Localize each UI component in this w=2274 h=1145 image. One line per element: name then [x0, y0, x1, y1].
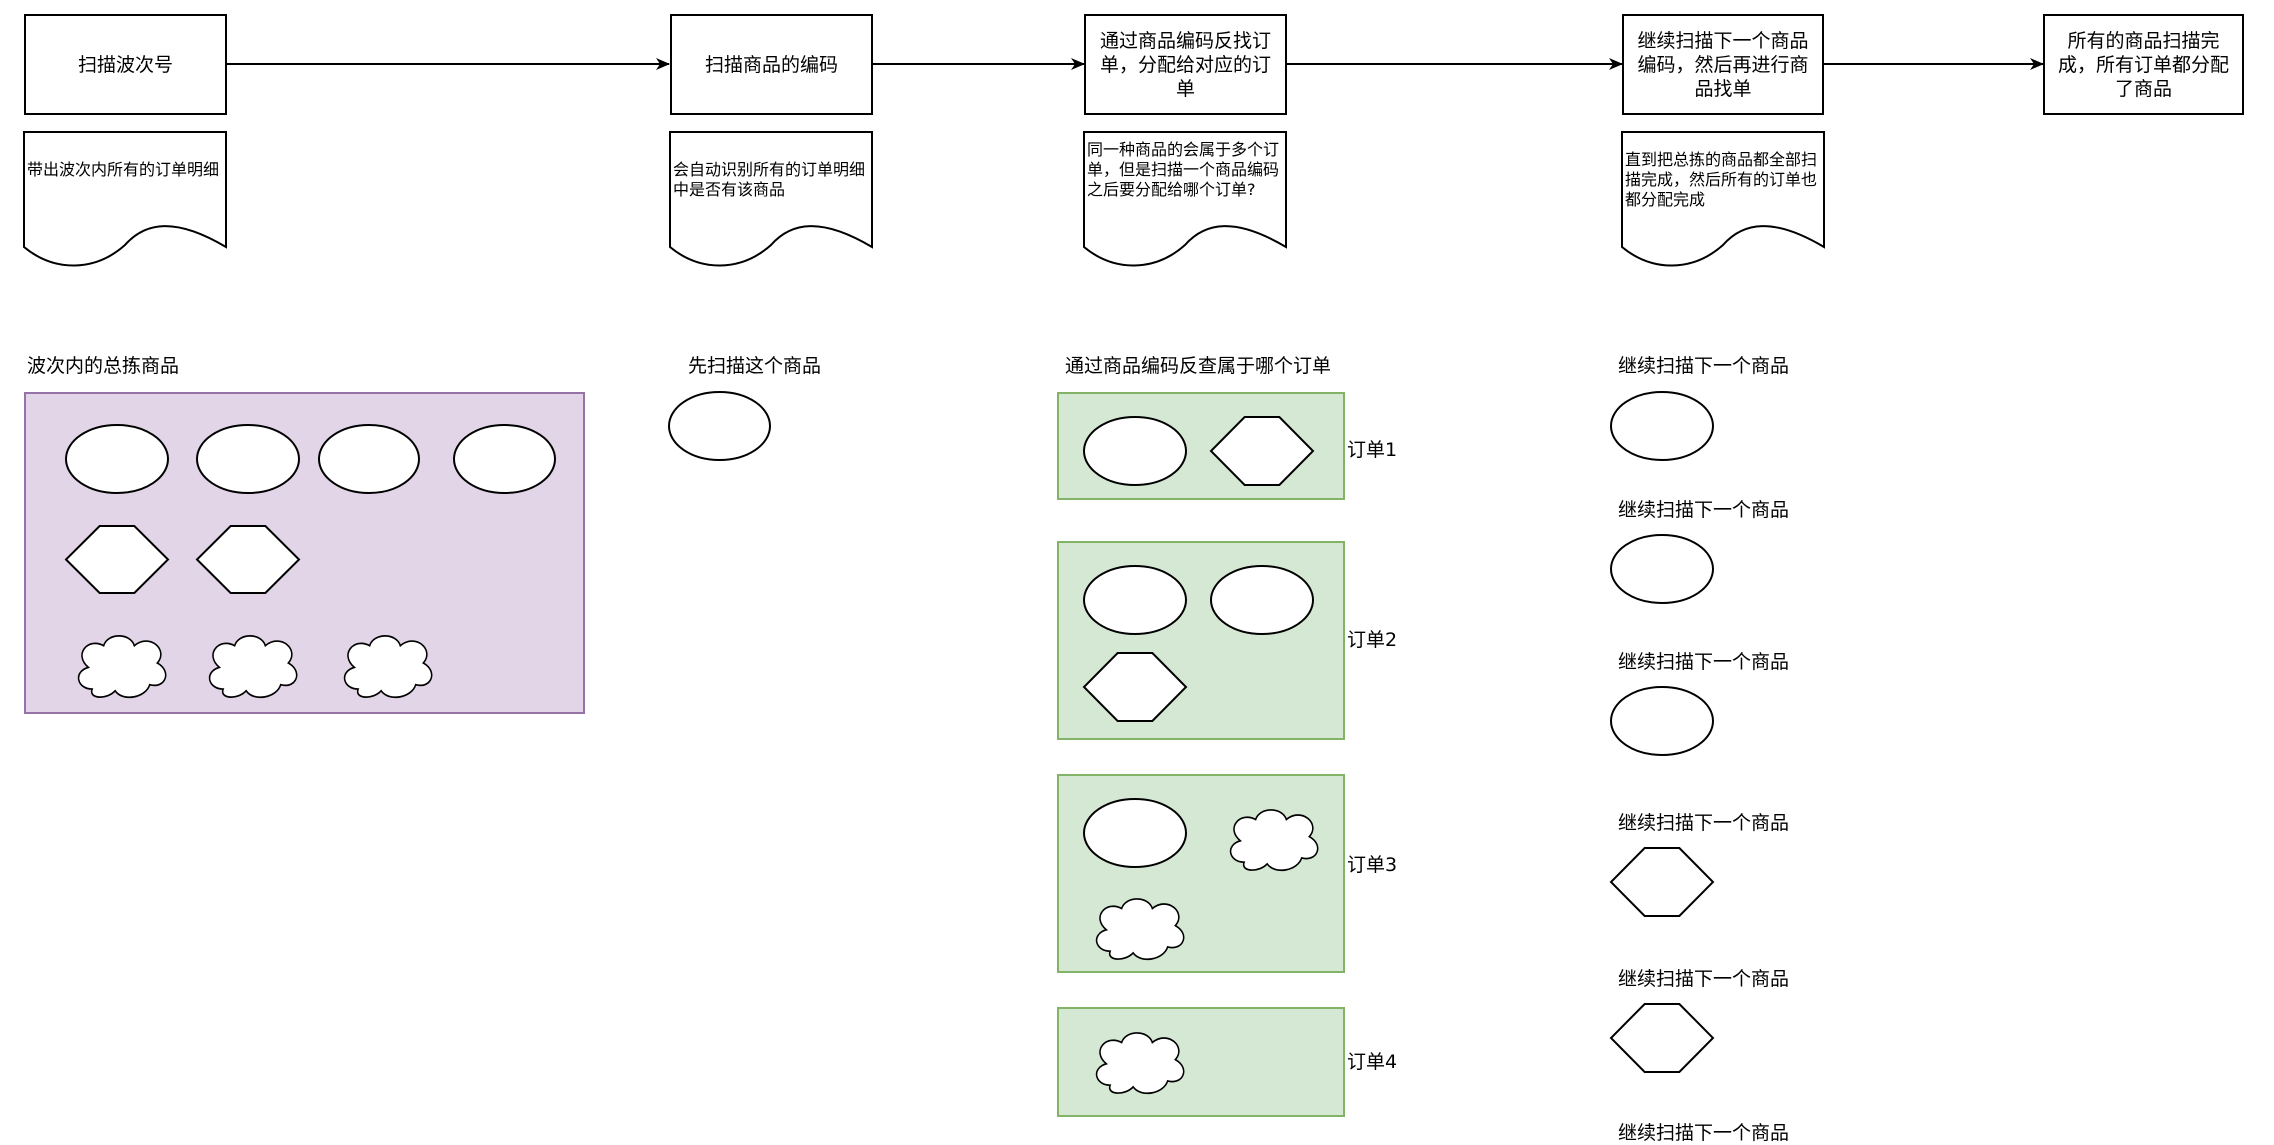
step-scan-next-product[interactable]: 继续扫描下一个商品编码，然后再进行商品找单	[1622, 14, 1824, 115]
item-ellipse[interactable]	[65, 424, 169, 494]
step-scan-wave-number[interactable]: 扫描波次号	[24, 14, 227, 115]
next-scan-label: 继续扫描下一个商品	[1618, 499, 1790, 521]
step-note-1: 带出波次内所有的订单明细	[27, 160, 220, 179]
step-label: 通过商品编码反找订单，分配给对应的订单	[1099, 29, 1271, 100]
orders-section-title: 通过商品编码反查属于哪个订单	[1065, 355, 1332, 377]
item-hexagon[interactable]	[1609, 1003, 1715, 1073]
item-cloud[interactable]	[1095, 898, 1185, 961]
next-scan-label: 继续扫描下一个商品	[1618, 355, 1790, 377]
step-note-3: 同一种商品的会属于多个订单，但是扫描一个商品编码之后要分配给哪个订单?	[1087, 140, 1280, 199]
step-note-2: 会自动识别所有的订单明细中是否有该商品	[673, 160, 866, 199]
item-ellipse[interactable]	[1210, 565, 1314, 635]
item-cloud[interactable]	[208, 635, 298, 699]
step-find-order-by-code[interactable]: 通过商品编码反找订单，分配给对应的订单	[1084, 14, 1287, 115]
item-ellipse[interactable]	[1083, 565, 1187, 635]
next-scan-label: 继续扫描下一个商品	[1618, 968, 1790, 990]
document-note-shape[interactable]	[1083, 131, 1287, 267]
item-ellipse[interactable]	[668, 391, 771, 461]
document-note-shape[interactable]	[1621, 131, 1825, 267]
step-label: 扫描商品的编码	[704, 53, 838, 76]
step-all-complete[interactable]: 所有的商品扫描完成，所有订单都分配了商品	[2043, 14, 2244, 115]
next-scan-label: 继续扫描下一个商品	[1618, 1122, 1790, 1144]
item-cloud[interactable]	[1095, 1032, 1185, 1095]
item-ellipse[interactable]	[1610, 391, 1714, 461]
item-ellipse[interactable]	[1610, 686, 1714, 756]
step-label: 扫描波次号	[77, 53, 173, 76]
step-label: 所有的商品扫描完成，所有订单都分配了商品	[2057, 29, 2229, 100]
wave-items-title: 波次内的总拣商品	[27, 355, 180, 377]
item-hexagon[interactable]	[1609, 847, 1715, 917]
first-scan-title: 先扫描这个商品	[688, 355, 822, 377]
document-note-shape[interactable]	[23, 131, 227, 267]
item-hexagon[interactable]	[1082, 652, 1188, 722]
next-scan-label: 继续扫描下一个商品	[1618, 812, 1790, 834]
step-note-4: 直到把总拣的商品都全部扫描完成，然后所有的订单也都分配完成	[1625, 150, 1818, 209]
step-label: 继续扫描下一个商品编码，然后再进行商品找单	[1637, 29, 1809, 100]
order-3-label: 订单3	[1347, 854, 1398, 876]
item-hexagon[interactable]	[195, 525, 301, 594]
item-ellipse[interactable]	[318, 424, 420, 494]
item-ellipse[interactable]	[453, 424, 556, 494]
item-ellipse[interactable]	[196, 424, 300, 494]
document-note-shape[interactable]	[669, 131, 873, 267]
order-1-label: 订单1	[1347, 439, 1398, 461]
step-scan-product-code[interactable]: 扫描商品的编码	[670, 14, 873, 115]
order-2-label: 订单2	[1347, 629, 1398, 651]
next-scan-label: 继续扫描下一个商品	[1618, 651, 1790, 673]
item-cloud[interactable]	[77, 635, 167, 699]
item-cloud[interactable]	[343, 635, 433, 699]
item-cloud[interactable]	[1229, 809, 1319, 872]
item-ellipse[interactable]	[1083, 416, 1187, 486]
item-hexagon[interactable]	[64, 525, 170, 594]
item-hexagon[interactable]	[1209, 416, 1315, 486]
order-4-label: 订单4	[1347, 1051, 1398, 1073]
item-ellipse[interactable]	[1083, 798, 1187, 868]
item-ellipse[interactable]	[1610, 534, 1714, 604]
